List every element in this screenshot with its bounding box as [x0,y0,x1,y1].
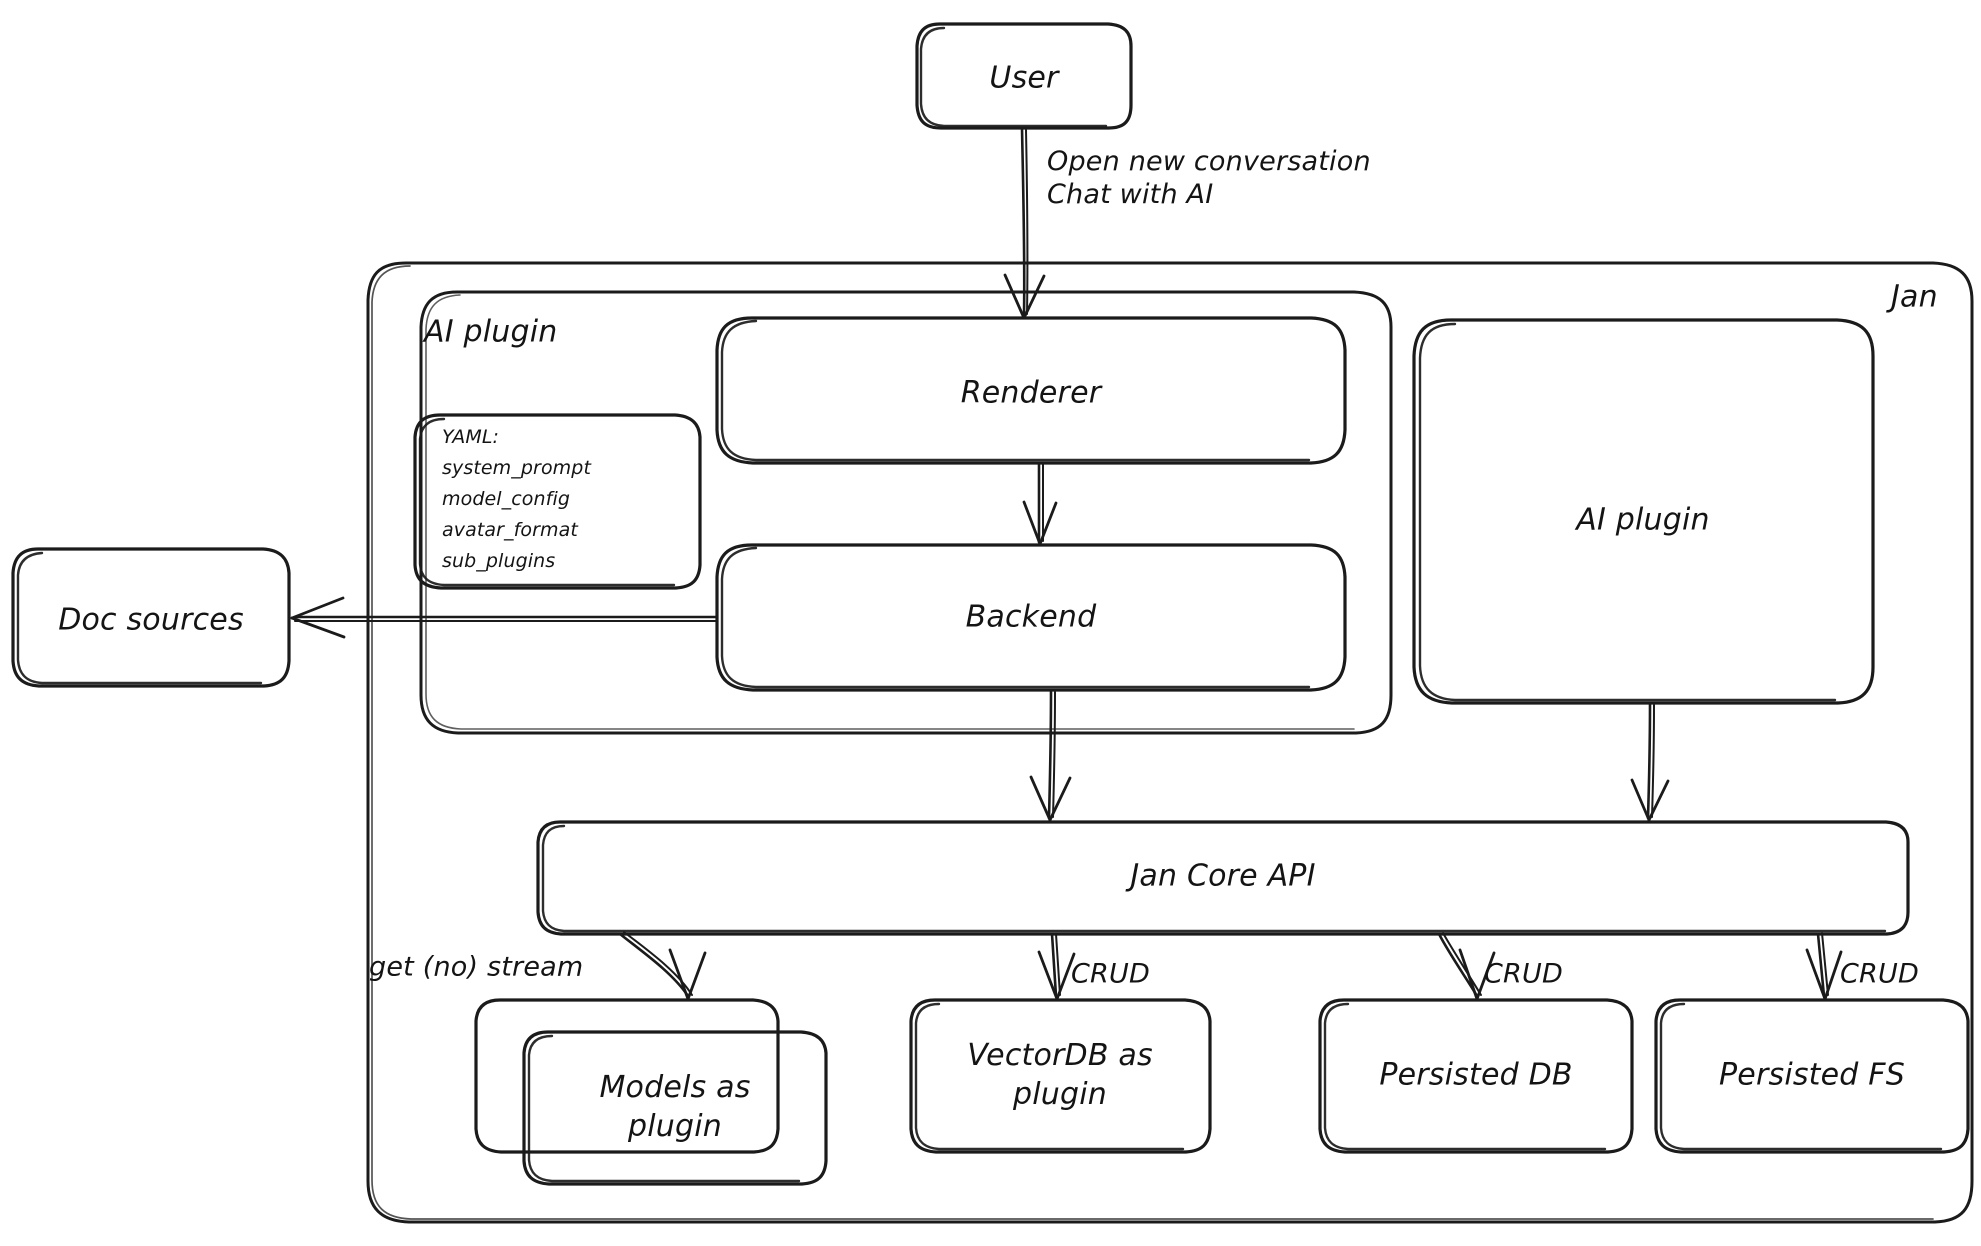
container-label-ai-plugin-group: AI plugin [424,314,558,350]
edge-core-persisted-db [1437,932,1496,1001]
node-label-backend[interactable]: Backend [965,599,1097,635]
node-doc-sources-shape [11,547,291,688]
edge-label-core-persisted-fs: CRUD [1840,958,1919,990]
edge-label-core-persisted-db: CRUD [1484,958,1563,990]
edge-label-core-models: get (no) stream [369,951,584,983]
edge-backend-core [1029,688,1072,822]
node-persisted-fs-shape [1654,998,1970,1154]
node-ai-plugin-shape [1412,318,1875,705]
node-label-doc-sources[interactable]: Doc sources [58,602,244,638]
node-label-vectordb[interactable]: VectorDB as plugin [967,1038,1153,1112]
edge-label-core-vectordb: CRUD [1071,958,1150,990]
node-jan-core-api-shape [536,820,1910,936]
edge-core-persisted-fs [1805,932,1843,1001]
edge-aiplugin-core [1630,701,1670,822]
node-label-renderer[interactable]: Renderer [960,375,1102,411]
node-yaml-note-shape [413,413,702,590]
edge-user-renderer [1003,126,1046,320]
node-renderer-shape [715,316,1347,465]
node-label-models[interactable]: Models as plugin [599,1070,751,1144]
node-user-shape [915,22,1133,130]
yaml-note-key-system-prompt: system_prompt [442,457,592,479]
node-label-jan-core-api[interactable]: Jan Core API [1130,858,1316,894]
yaml-note-key-avatar-format: avatar_format [442,519,578,541]
yaml-note-title: YAML: [442,426,500,448]
container-label-jan: Jan [1891,279,1938,315]
node-vectordb-shape [909,998,1212,1154]
edge-core-models [618,931,707,1001]
edge-core-vectordb [1037,932,1076,1001]
container-ai-plugin-group [419,290,1393,735]
node-persisted-db-shape [1318,998,1634,1154]
node-backend-shape [715,543,1347,692]
edge-backend-doc-sources [290,596,718,639]
yaml-note-key-model-config: model_config [442,488,571,510]
node-label-ai-plugin[interactable]: AI plugin [1576,502,1710,538]
node-label-persisted-db[interactable]: Persisted DB [1379,1057,1573,1093]
yaml-note-key-sub-plugins: sub_plugins [442,550,556,572]
node-models-shape [474,998,828,1186]
edge-renderer-backend [1022,461,1058,546]
node-label-user[interactable]: User [989,60,1059,96]
edge-label-user-renderer: Open new conversation Chat with AI [1047,146,1371,210]
node-label-persisted-fs[interactable]: Persisted FS [1719,1057,1905,1093]
container-jan [366,261,1974,1224]
